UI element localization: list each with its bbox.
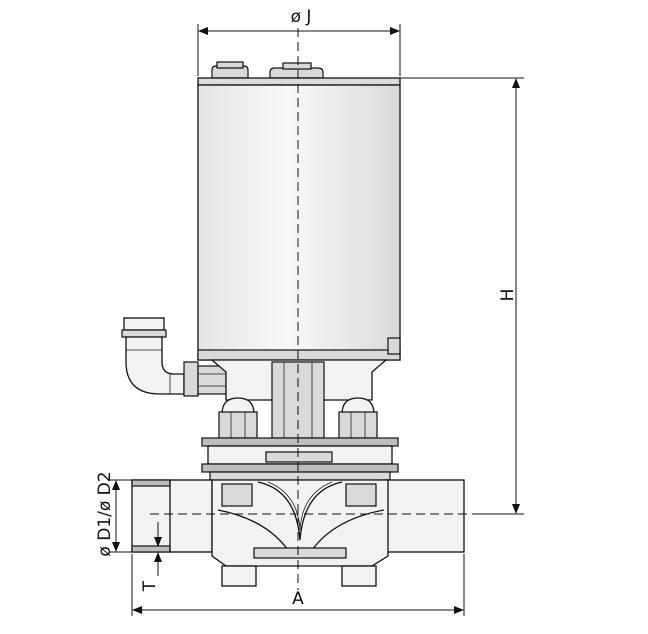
dimension-height xyxy=(400,77,524,515)
dimension-label-dia-d: ø D1/ø D2 xyxy=(95,471,115,556)
actuator-cylinder xyxy=(197,61,401,361)
dimension-label-height: H xyxy=(498,289,518,302)
dimension-label-thickness: T xyxy=(140,580,160,592)
bonnet-flange xyxy=(201,437,399,481)
dimension-dia-j xyxy=(197,24,401,76)
dimension-thickness xyxy=(150,522,166,576)
cap-nut-right xyxy=(338,397,378,439)
dimension-label-dia-j: ø J xyxy=(291,7,312,27)
valve-body xyxy=(131,479,465,587)
dimension-length xyxy=(131,554,465,616)
dimension-label-length: A xyxy=(292,589,304,609)
dimension-dia-d xyxy=(110,479,134,553)
cap-nut-left xyxy=(218,397,258,439)
air-fitting xyxy=(121,317,235,397)
